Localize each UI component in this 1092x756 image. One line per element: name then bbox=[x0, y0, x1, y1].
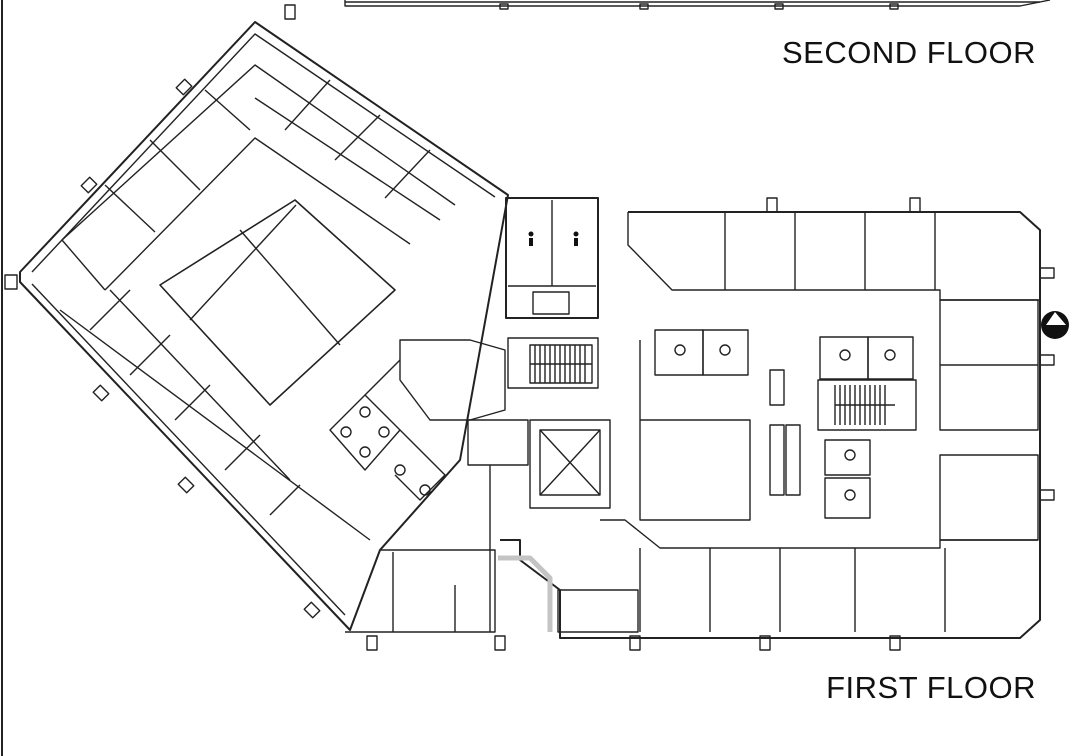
north-arrow-icon bbox=[1041, 311, 1069, 339]
right-wing bbox=[366, 197, 1055, 651]
entry-path-icon bbox=[498, 555, 553, 632]
lower-rooms bbox=[345, 465, 639, 633]
restroom-person-icon bbox=[528, 231, 579, 246]
second-floor-outline bbox=[344, 0, 1051, 10]
central-core bbox=[399, 197, 611, 509]
second-floor-label: SECOND FLOOR bbox=[781, 35, 1036, 70]
first-floor-label: FIRST FLOOR bbox=[826, 670, 1036, 705]
cubicle-cluster bbox=[329, 359, 446, 501]
diamond-wing bbox=[4, 4, 509, 631]
